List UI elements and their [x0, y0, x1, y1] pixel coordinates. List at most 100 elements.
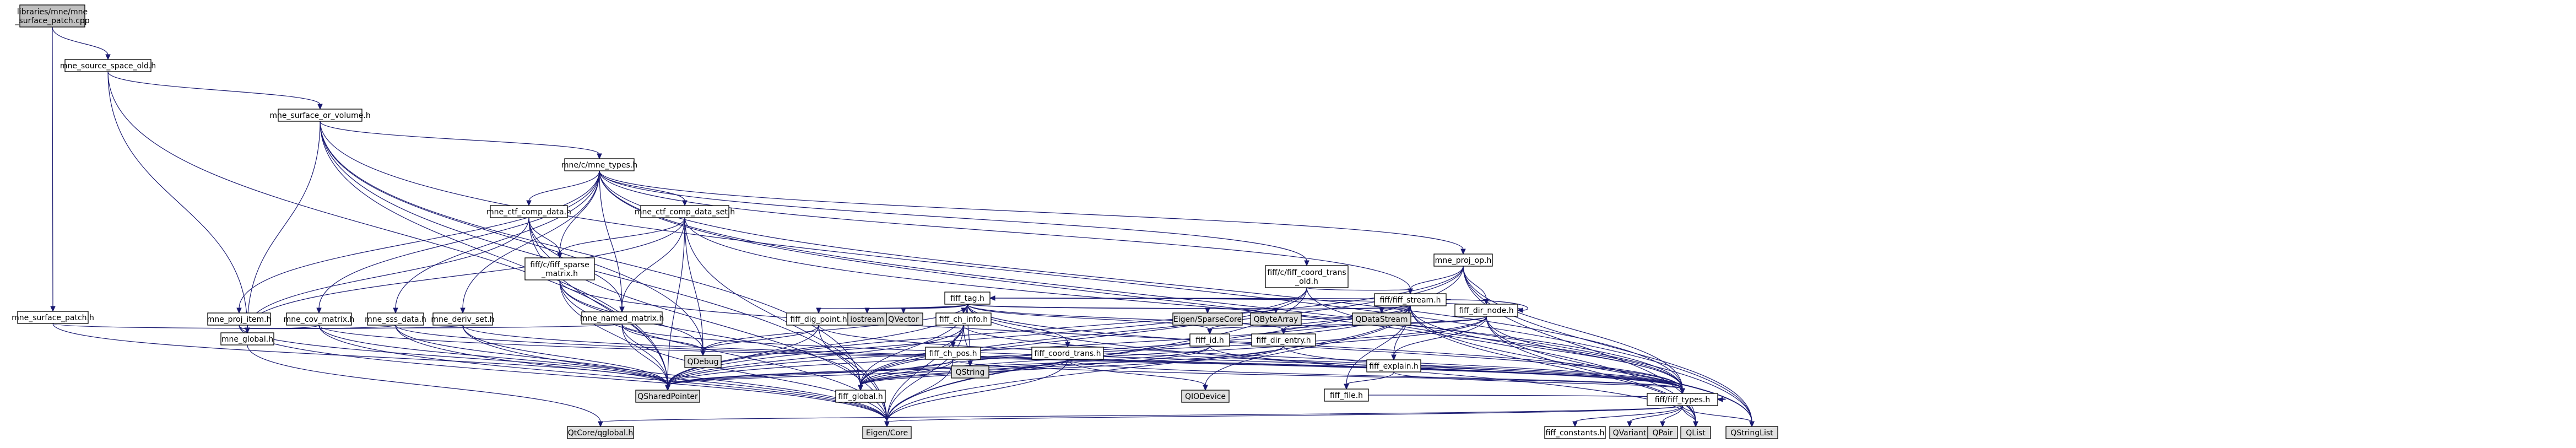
edge-arrowhead [1660, 421, 1665, 428]
node-fiff-coord-trans-old-line-1: fiff/c/fiff_coord_trans [1267, 268, 1346, 277]
node-ctf-comp-data-label: mne_ctf_comp_data.h [486, 208, 571, 217]
edge-fiff_coord_trans_old-to-fiff_stream [1306, 287, 1413, 295]
edge-mne_types-to-named_matrix [599, 170, 625, 313]
edge-deriv_set-to-qsharedpointer [462, 325, 670, 391]
edge-arrowhead [1391, 354, 1397, 361]
edge-line [52, 323, 248, 329]
node-qbytearray[interactable]: QByteArray [1250, 312, 1302, 326]
edge-arrowhead [901, 307, 906, 314]
node-qdatastream[interactable]: QDataStream [1352, 312, 1411, 326]
node-qvariant[interactable]: QVariant [1609, 426, 1650, 439]
node-qlist[interactable]: QList [1680, 426, 1711, 439]
node-mne-global[interactable]: mne_global.h [220, 332, 274, 346]
node-fiff-file[interactable]: fiff_file.h [1324, 388, 1369, 402]
node-surface-patch[interactable]: mne_surface_patch.h [12, 311, 94, 324]
node-ch-pos[interactable]: fiff_ch_pos.h [925, 347, 981, 360]
node-named-matrix[interactable]: mne_named_matrix.h [580, 311, 664, 325]
node-dir-entry[interactable]: fiff_dir_entry.h [1251, 333, 1316, 347]
edge-line [684, 217, 1683, 390]
node-qpair[interactable]: QPair [1647, 426, 1678, 439]
edge-arrowhead [1627, 421, 1632, 428]
edge-arrowhead [50, 306, 56, 312]
edge-arrowhead [1273, 307, 1279, 314]
edge-arrowhead [665, 385, 670, 391]
edge-line [247, 217, 529, 329]
node-dir-node-label: fiff_dir_node.h [1459, 306, 1513, 315]
edge-named_matrix-to-qdebug [621, 323, 706, 357]
node-deriv-set[interactable]: mne_deriv_set.h [431, 312, 495, 326]
edge-line [599, 170, 1683, 390]
edge-line [1207, 305, 1411, 310]
node-proj-item[interactable]: mne_proj_item.h [207, 312, 272, 326]
node-dig-point[interactable]: fiff_dig_point.h [786, 312, 851, 326]
edge-line [953, 359, 1683, 390]
node-coord-trans[interactable]: fiff_coord_trans.h [1031, 347, 1104, 360]
node-qvector[interactable]: QVector [884, 312, 923, 326]
edge-line [52, 26, 53, 307]
node-eigensparse[interactable]: Eigen/SparseCore [1172, 312, 1243, 326]
node-fiff-coord-trans-old[interactable]: fiff/c/fiff_coord_trans_old.h [1265, 265, 1349, 288]
edge-line [318, 325, 668, 386]
edge-line [684, 217, 703, 352]
node-ctf-comp-data[interactable]: mne_ctf_comp_data.h [486, 205, 571, 218]
edge-line [52, 323, 668, 386]
node-deriv-set-label: mne_deriv_set.h [431, 315, 494, 324]
node-eigensparse-label: Eigen/SparseCore [1173, 315, 1242, 324]
edge-line [462, 170, 600, 309]
edge-mne_types-to-cov_matrix [316, 170, 600, 314]
node-qiodevice[interactable]: QIODevice [1181, 390, 1230, 403]
node-fiff-stream-label: fiff/fiff_stream.h [1379, 296, 1441, 305]
node-ch-pos-label: fiff_ch_pos.h [929, 349, 977, 358]
node-fiff-sparse[interactable]: fiff/c/fiff_sparse_matrix.h [524, 257, 595, 280]
node-iostream[interactable]: iostream [847, 312, 887, 326]
edge-proj_op-to-dir_node [1463, 266, 1489, 305]
node-cov-matrix[interactable]: mne_cov_matrix.h [284, 312, 355, 326]
node-surface-or-volume-label: mne_surface_or_volume.h [269, 111, 370, 120]
node-mne-global-label: mne_global.h [221, 335, 273, 344]
edge-line [320, 121, 703, 352]
edge-ch_info-to-qstring [963, 325, 973, 367]
node-fiff-tag[interactable]: fiff_tag.h [944, 292, 991, 305]
node-qstringlist[interactable]: QStringList [1725, 426, 1778, 439]
edge-source_space-to-mne_global [107, 71, 250, 334]
node-fiff-id[interactable]: fiff_id.h [1189, 333, 1230, 347]
node-fiff-coord-trans-old-line-2: _old.h [1295, 277, 1318, 286]
edge-line [1574, 405, 1683, 423]
edge-surface_or_volume-to-mne_types [320, 121, 602, 160]
node-source-space[interactable]: mne_source_space_old.h [60, 59, 156, 72]
edge-arrowhead [1717, 397, 1723, 402]
edge-line [886, 305, 1411, 423]
node-explain[interactable]: fiff_explain.h [1366, 359, 1421, 373]
node-ch-info[interactable]: fiff_ch_info.h [935, 312, 992, 326]
node-fiff-global[interactable]: fiff_global.h [835, 390, 886, 403]
node-fiff-stream[interactable]: fiff/fiff_stream.h [1374, 293, 1447, 306]
node-qtcoreglobal[interactable]: QtCore/qglobal.h [567, 426, 634, 439]
node-qstring[interactable]: QString [951, 365, 989, 379]
node-eigencore[interactable]: Eigen/Core [862, 426, 912, 439]
node-proj-op[interactable]: mne_proj_op.h [1433, 253, 1493, 267]
edge-arrowhead [1344, 384, 1349, 390]
edge-line [967, 304, 1210, 330]
edge-line [247, 344, 601, 423]
node-fiff-constants[interactable]: fiff_constants.h [1544, 426, 1606, 439]
edge-line [860, 346, 1284, 386]
node-qdebug[interactable]: QDebug [684, 355, 722, 368]
edge-line [600, 405, 1683, 423]
node-ch-info-label: fiff_ch_info.h [939, 315, 988, 324]
edge-arrowhead [619, 306, 625, 313]
edge-line [1393, 371, 1683, 390]
node-fiff-types[interactable]: fiff/fiff_types.h [1647, 393, 1718, 406]
node-ctf-comp-data-set[interactable]: mne_ctf_comp_data_set.h [635, 205, 735, 218]
edge-line [528, 170, 600, 202]
edge-line [1346, 371, 1394, 385]
edge-line [318, 170, 600, 309]
edge-fiff_types-to-qlist [1682, 405, 1698, 428]
edge-arrowhead [1680, 388, 1685, 395]
node-surface-or-volume[interactable]: mne_surface_or_volume.h [269, 109, 371, 122]
node-mne-types[interactable]: mne/c/mne_types.h [561, 158, 637, 171]
edge-arrowhead [1693, 421, 1698, 428]
node-eigencore-label: Eigen/Core [866, 429, 908, 438]
node-dir-node[interactable]: fiff_dir_node.h [1454, 304, 1518, 317]
node-sss-data[interactable]: mne_sss_data.h [365, 312, 426, 326]
node-qsharedpointer[interactable]: QSharedPointer [635, 390, 700, 403]
